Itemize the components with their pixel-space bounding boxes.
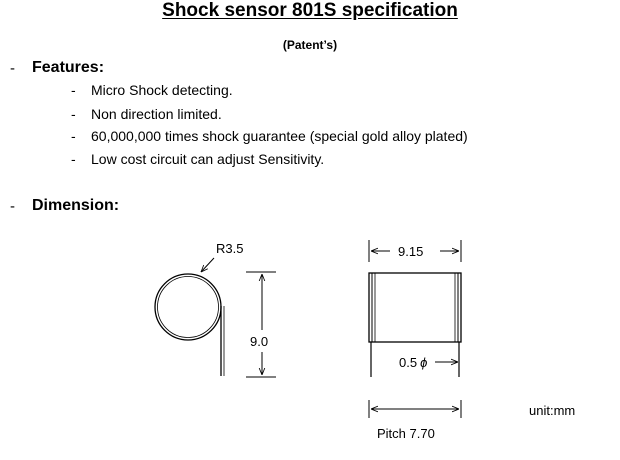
front-view	[368, 240, 462, 418]
feature-item: Non direction limited.	[91, 106, 222, 122]
feature-item: Micro Shock detecting.	[91, 82, 233, 98]
features-heading: Features:	[32, 59, 105, 76]
page-subtitle: (Patent’s)	[282, 38, 338, 52]
feature-bullet: -	[71, 151, 76, 167]
dimension-bullet: -	[10, 198, 15, 215]
unit-label: unit:mm	[529, 403, 575, 418]
features-bullet: -	[10, 60, 15, 77]
radius-leader	[201, 257, 215, 272]
pitch-label: Pitch 7.70	[377, 426, 435, 441]
feature-item: Low cost circuit can adjust Sensitivity.	[91, 151, 325, 167]
height-label: 9.0	[250, 334, 268, 349]
feature-bullet: -	[71, 128, 76, 144]
width-label: 9.15	[398, 244, 423, 259]
feature-bullet: -	[71, 82, 76, 98]
feature-bullet: -	[71, 106, 76, 122]
body-outline	[368, 272, 462, 343]
spring-circle	[154, 273, 222, 341]
page-title: Shock sensor 801S specification	[162, 0, 458, 21]
radius-label: R3.5	[216, 241, 243, 256]
feature-item: 60,000,000 times shock guarantee (specia…	[91, 128, 468, 144]
dimension-heading: Dimension:	[32, 197, 120, 214]
spring-inner-circle	[157, 276, 219, 338]
side-view	[154, 257, 276, 378]
